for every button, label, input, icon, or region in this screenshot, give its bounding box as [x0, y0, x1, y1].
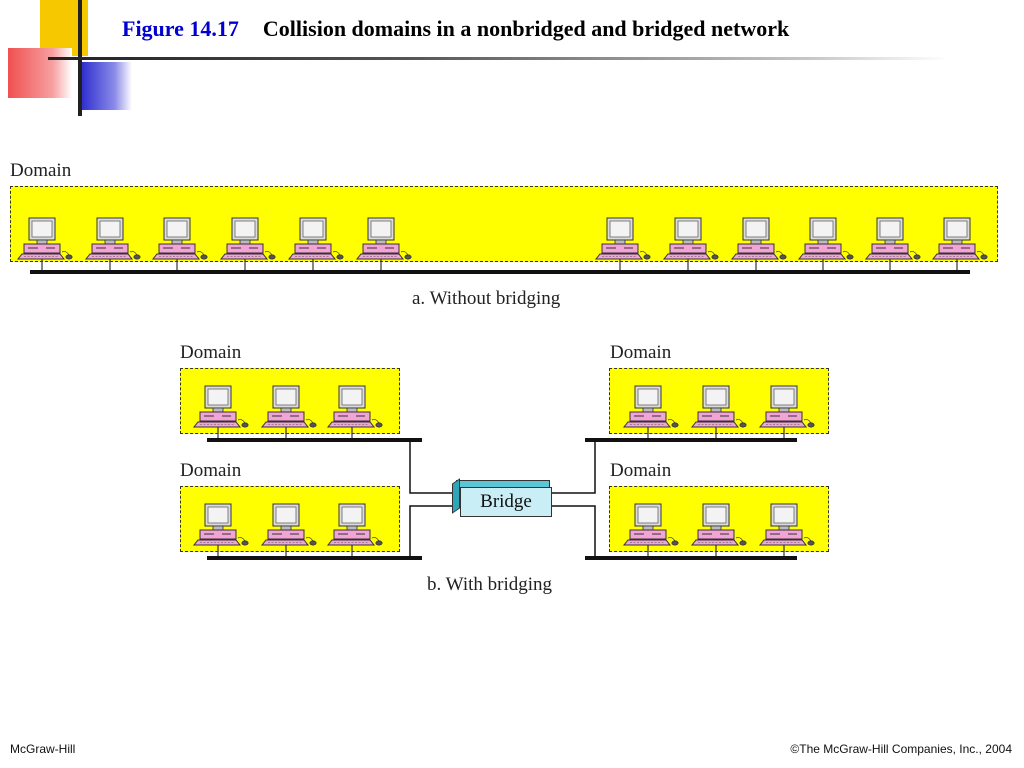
computer-icon	[85, 217, 141, 271]
decor-blue-square	[82, 62, 132, 110]
computer-icon	[623, 385, 679, 439]
figure-title: Collision domains in a nonbridged and br…	[262, 16, 790, 41]
computer-icon	[17, 217, 73, 271]
computer-icon	[731, 217, 787, 271]
computer-icon	[798, 217, 854, 271]
figure-number: Figure 14.17	[122, 16, 239, 41]
domain-label-b-bottom-right: Domain	[610, 460, 672, 481]
computer-icon	[327, 503, 383, 557]
decor-red-square	[8, 48, 72, 98]
computer-icon	[261, 385, 317, 439]
computer-icon	[220, 217, 276, 271]
bridge-device: Bridge	[460, 487, 552, 517]
footer-left: McGraw-Hill	[10, 742, 76, 756]
computer-icon	[759, 385, 815, 439]
bridge-side-face	[452, 478, 460, 514]
wire-top-right	[552, 440, 596, 494]
wire-top-left	[409, 440, 460, 494]
computer-icon	[759, 503, 815, 557]
computer-icon	[691, 503, 747, 557]
domain-label-a: Domain	[10, 160, 72, 181]
computer-icon	[261, 503, 317, 557]
computer-icon	[691, 385, 747, 439]
computer-icon	[623, 503, 679, 557]
domain-label-b-bottom-left: Domain	[180, 460, 242, 481]
wire-bottom-right	[552, 505, 596, 558]
computer-icon	[356, 217, 412, 271]
computer-icon	[932, 217, 988, 271]
caption-a: a. Without bridging	[412, 288, 561, 309]
computer-icon	[663, 217, 719, 271]
domain-label-b-top-right: Domain	[610, 342, 672, 363]
slide-title: Figure 14.17 Collision domains in a nonbr…	[122, 16, 789, 42]
computer-icon	[288, 217, 344, 271]
domain-label-b-top-left: Domain	[180, 342, 242, 363]
computer-icon	[193, 385, 249, 439]
computer-icon	[865, 217, 921, 271]
computer-icon	[327, 385, 383, 439]
footer-right: ©The McGraw-Hill Companies, Inc., 2004	[790, 742, 1012, 756]
decor-horizontal-line	[48, 57, 948, 60]
computer-icon	[193, 503, 249, 557]
caption-b: b. With bridging	[427, 574, 553, 595]
computer-icon	[595, 217, 651, 271]
computer-icon	[152, 217, 208, 271]
wire-bottom-left	[409, 505, 460, 558]
